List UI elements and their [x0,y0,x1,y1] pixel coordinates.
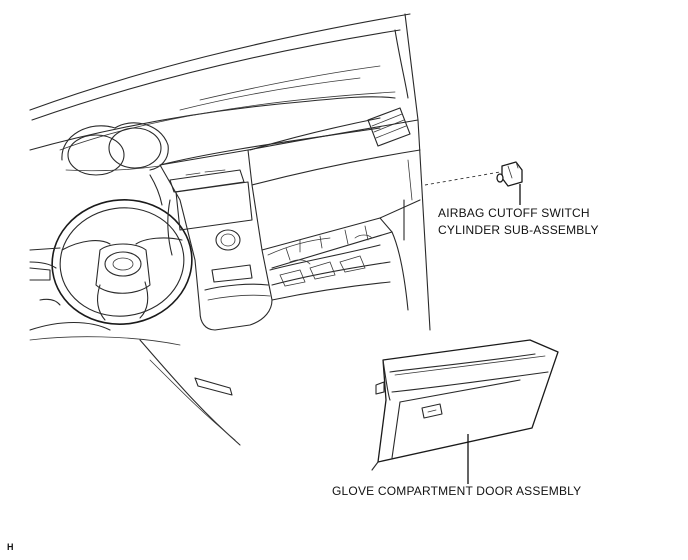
airbag-cutoff-switch-cylinder [496,161,523,187]
airbag-switch-label: AIRBAG CUTOFF SWITCH CYLINDER SUB-ASSEMB… [438,205,599,239]
airbag-switch-label-line1: AIRBAG CUTOFF SWITCH [438,206,590,220]
steering-wheel [51,199,193,325]
glove-box-label: GLOVE COMPARTMENT DOOR ASSEMBLY [332,484,582,498]
glove-compartment-door [371,339,559,471]
left-dash-area [29,247,241,446]
figure-ref-code: H [7,542,14,552]
under-dash-cavity [261,217,393,301]
switch-location-line [424,171,501,186]
instrument-cluster [61,122,169,176]
passenger-dash-face [247,119,421,311]
airbag-switch-label-line2: CYLINDER SUB-ASSEMBLY [438,223,599,237]
center-stack [149,149,273,331]
dashboard-outline [29,13,431,331]
right-air-vent [367,107,411,147]
